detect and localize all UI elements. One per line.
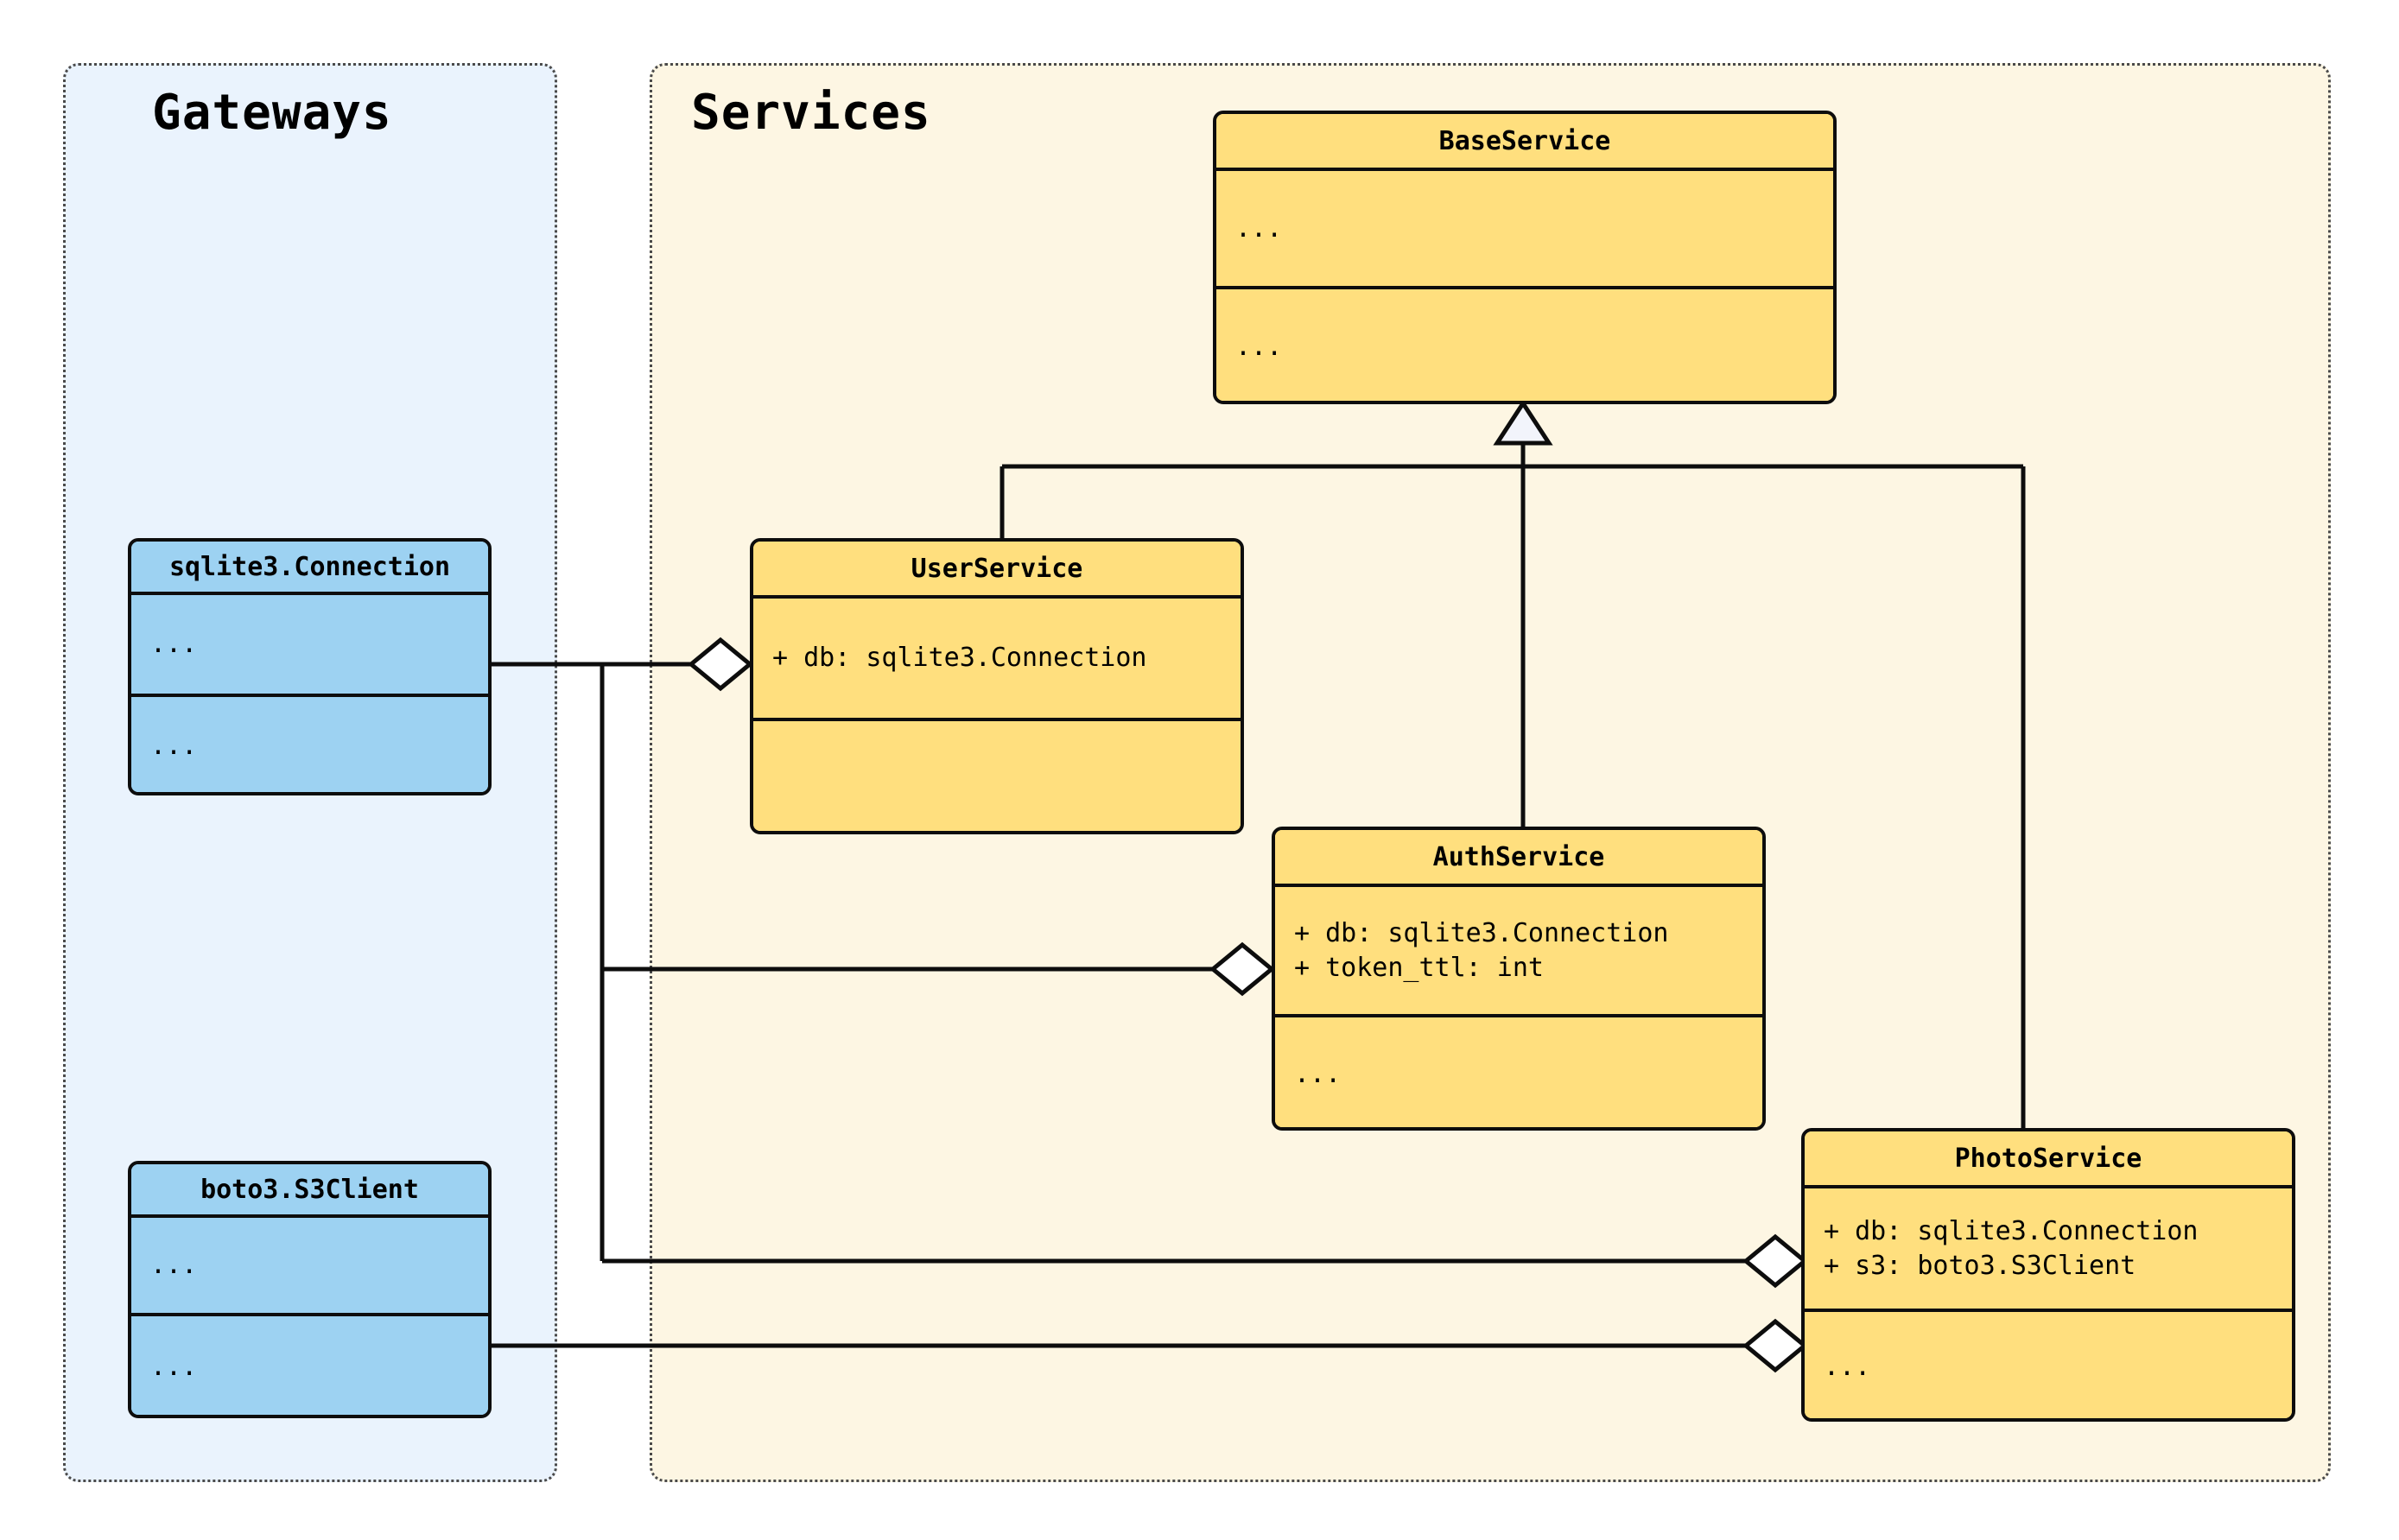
method-row: ...: [150, 1352, 198, 1383]
method-row: ...: [1235, 331, 1283, 362]
class-attributes-boto3-s3client: ...: [131, 1218, 488, 1316]
class-title-boto3-s3client: boto3.S3Client: [131, 1164, 488, 1218]
class-attributes-photo-service: + db: sqlite3.Connection + s3: boto3.S3C…: [1805, 1188, 2292, 1312]
attribute-row: ...: [1235, 212, 1283, 244]
method-row: ...: [150, 731, 198, 762]
attribute-row: ...: [150, 629, 198, 660]
package-services-title: Services: [691, 85, 931, 141]
class-methods-boto3-s3client: ...: [131, 1316, 488, 1415]
class-box-auth-service[interactable]: AuthService + db: sqlite3.Connection + t…: [1272, 827, 1766, 1131]
class-box-sqlite-connection[interactable]: sqlite3.Connection ... ...: [128, 538, 492, 795]
class-attributes-base-service: ...: [1216, 171, 1833, 289]
method-row: ...: [1824, 1351, 1871, 1382]
class-attributes-auth-service: + db: sqlite3.Connection + token_ttl: in…: [1275, 887, 1762, 1017]
class-box-boto3-s3client[interactable]: boto3.S3Client ... ...: [128, 1161, 492, 1418]
class-methods-photo-service: ...: [1805, 1312, 2292, 1418]
class-title-sqlite-connection: sqlite3.Connection: [131, 542, 488, 595]
attribute-row: + db: sqlite3.Connection: [1294, 917, 1669, 948]
class-title-photo-service: PhotoService: [1805, 1131, 2292, 1188]
attribute-row: + token_ttl: int: [1294, 952, 1544, 983]
class-attributes-user-service: + db: sqlite3.Connection: [753, 599, 1241, 721]
class-title-user-service: UserService: [753, 542, 1241, 599]
attribute-row: ...: [150, 1250, 198, 1281]
class-methods-auth-service: ...: [1275, 1017, 1762, 1127]
class-box-base-service[interactable]: BaseService ... ...: [1213, 111, 1837, 404]
class-methods-user-service: [753, 721, 1241, 831]
class-attributes-sqlite-connection: ...: [131, 595, 488, 697]
class-box-photo-service[interactable]: PhotoService + db: sqlite3.Connection + …: [1801, 1128, 2295, 1422]
class-title-auth-service: AuthService: [1275, 830, 1762, 887]
class-title-base-service: BaseService: [1216, 114, 1833, 171]
attribute-row: + db: sqlite3.Connection: [772, 643, 1147, 674]
package-gateways-title: Gateways: [152, 85, 392, 141]
class-methods-base-service: ...: [1216, 289, 1833, 401]
attribute-row: + s3: boto3.S3Client: [1824, 1250, 2136, 1281]
method-row: ...: [1294, 1058, 1342, 1089]
class-box-user-service[interactable]: UserService + db: sqlite3.Connection: [750, 538, 1244, 834]
class-methods-sqlite-connection: ...: [131, 697, 488, 792]
attribute-row: + db: sqlite3.Connection: [1824, 1215, 2199, 1246]
